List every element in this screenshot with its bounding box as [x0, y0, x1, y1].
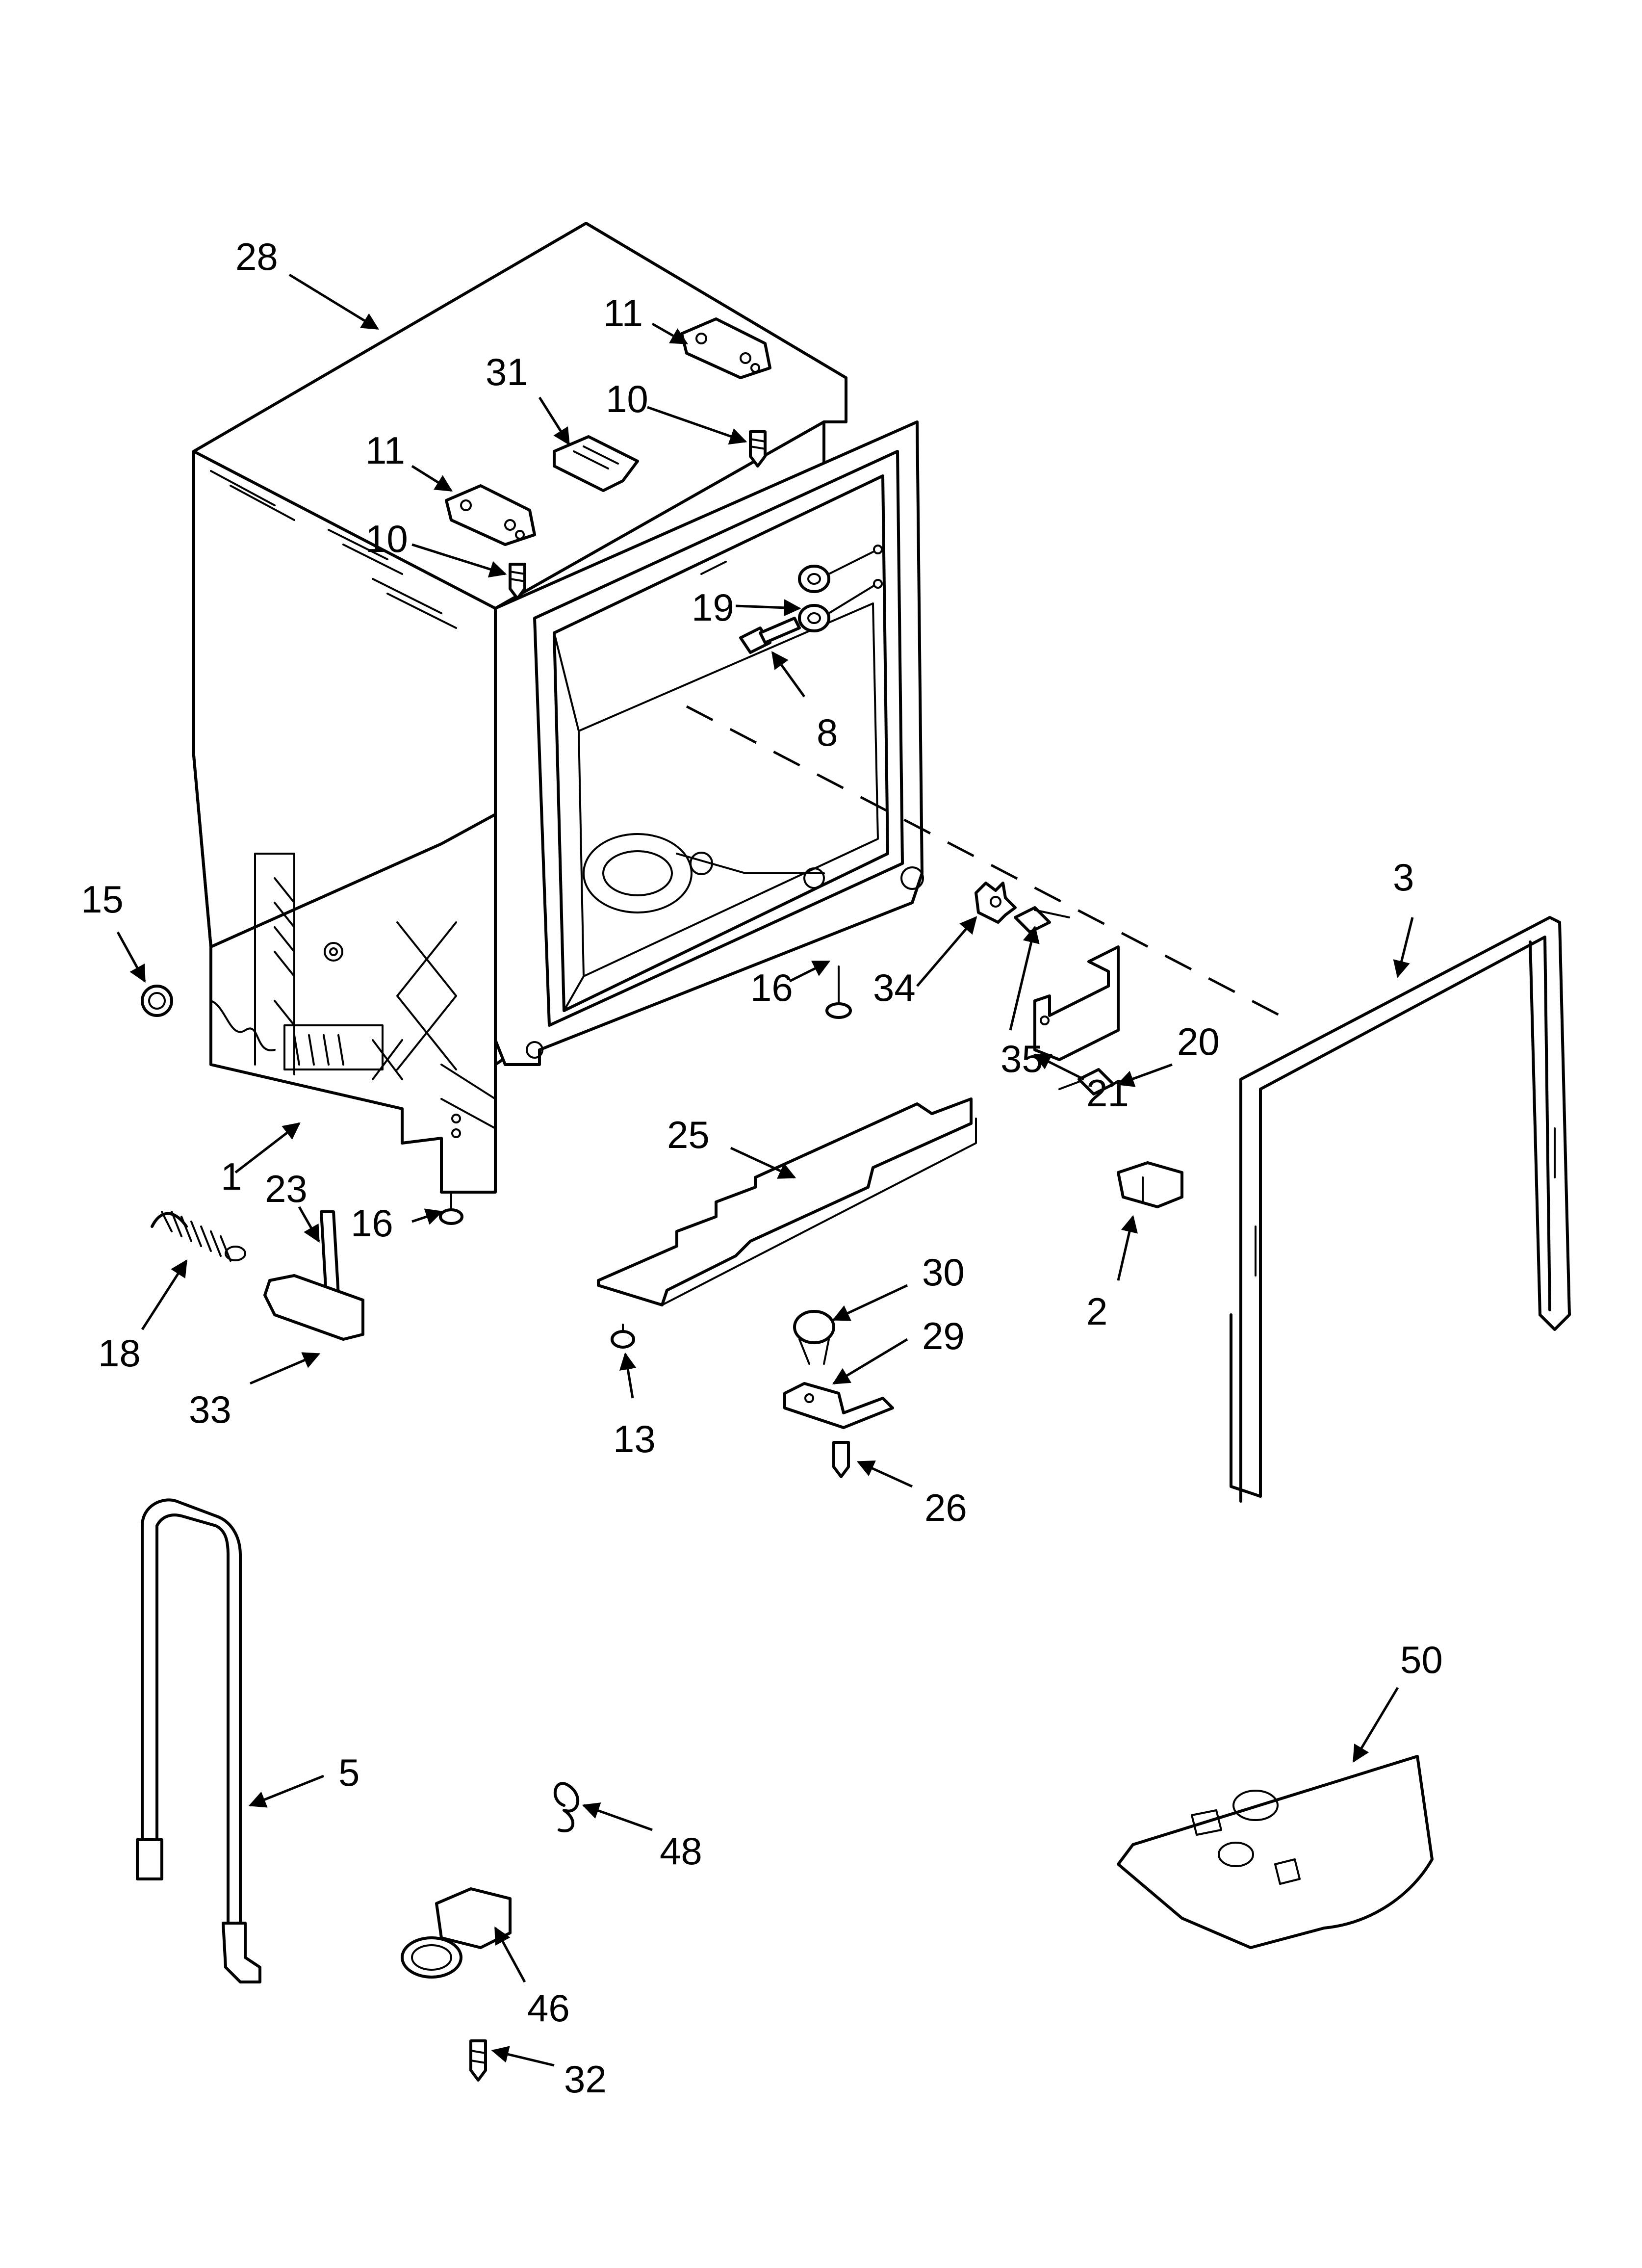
- callout-labels: 28 11 31 10 11 10 19 8 15 3 16 34 20 35 …: [81, 235, 1443, 2101]
- callout-8: 8: [817, 711, 838, 754]
- callout-1: 1: [221, 1155, 242, 1198]
- alignment-line: [686, 705, 1281, 1017]
- screw-part-13: [611, 1324, 635, 1349]
- screw-part-32: [469, 2039, 487, 2082]
- clip-part-31: [553, 435, 639, 492]
- callout-34: 34: [873, 966, 916, 1009]
- bracket-part-29: [783, 1382, 894, 1429]
- callout-31: 31: [486, 350, 528, 393]
- callout-11-lower: 11: [365, 429, 405, 472]
- callout-11-upper: 11: [603, 291, 643, 335]
- switch-part-30: [793, 1310, 835, 1365]
- callout-23: 23: [265, 1167, 308, 1210]
- bracket-part-21: [1033, 945, 1120, 1061]
- panel-part-25: [597, 1097, 977, 1306]
- callout-32: 32: [564, 2058, 607, 2101]
- pulley-part-19: [798, 545, 883, 632]
- callout-21: 21: [1086, 1071, 1129, 1115]
- screw-part-8: [739, 617, 801, 654]
- callout-13: 13: [613, 1417, 656, 1460]
- callout-28: 28: [235, 235, 278, 278]
- clamp-part-48: [554, 1782, 579, 1832]
- callout-5: 5: [338, 1751, 359, 1794]
- callout-18: 18: [98, 1331, 141, 1375]
- callout-26: 26: [924, 1486, 967, 1529]
- callout-15: 15: [81, 878, 124, 921]
- callout-16-lower: 16: [351, 1201, 393, 1245]
- callout-2: 2: [1086, 1290, 1107, 1333]
- screw-part-26: [832, 1441, 850, 1478]
- screw-part-10-upper: [749, 430, 767, 468]
- plug-part-15: [141, 985, 173, 1017]
- latch-part-2: [1117, 1161, 1183, 1208]
- callout-35: 35: [1001, 1037, 1043, 1080]
- callout-25: 25: [667, 1113, 710, 1156]
- hinge-bracket-part-11-lower: [445, 484, 536, 546]
- hinge-bracket-part-11-upper: [680, 317, 771, 379]
- foot-part-16-lower: [439, 1191, 463, 1225]
- screw-part-10-lower: [509, 563, 526, 600]
- callout-30: 30: [922, 1251, 965, 1294]
- screw-part-20: [1058, 1068, 1115, 1095]
- callout-16-upper: 16: [750, 966, 793, 1009]
- valve-fitting-part-46: [401, 1887, 512, 1979]
- hose-part-5: [136, 1498, 261, 1983]
- callout-10-upper: 10: [606, 377, 648, 420]
- callout-3: 3: [1393, 856, 1414, 899]
- leader-arrows: [116, 273, 1414, 2067]
- strip-part-23: [320, 1210, 340, 1297]
- callout-29: 29: [922, 1314, 965, 1357]
- callout-46: 46: [527, 1986, 570, 2030]
- star-washer-part-34: [975, 882, 1017, 924]
- cover-part-33: [263, 1274, 364, 1341]
- screw-part-35: [1014, 906, 1070, 934]
- callout-33: 33: [189, 1388, 231, 1431]
- callout-50: 50: [1400, 1638, 1443, 1681]
- callout-48: 48: [660, 1829, 702, 1873]
- callout-10-lower: 10: [365, 517, 408, 560]
- callout-19: 19: [692, 586, 734, 629]
- foot-part-16-upper: [825, 965, 852, 1019]
- callout-20: 20: [1177, 1020, 1220, 1063]
- door-gasket-part-3: [1230, 916, 1571, 1503]
- spring-part-18: [151, 1211, 246, 1262]
- parts-bag-part-50: [1117, 1755, 1434, 1949]
